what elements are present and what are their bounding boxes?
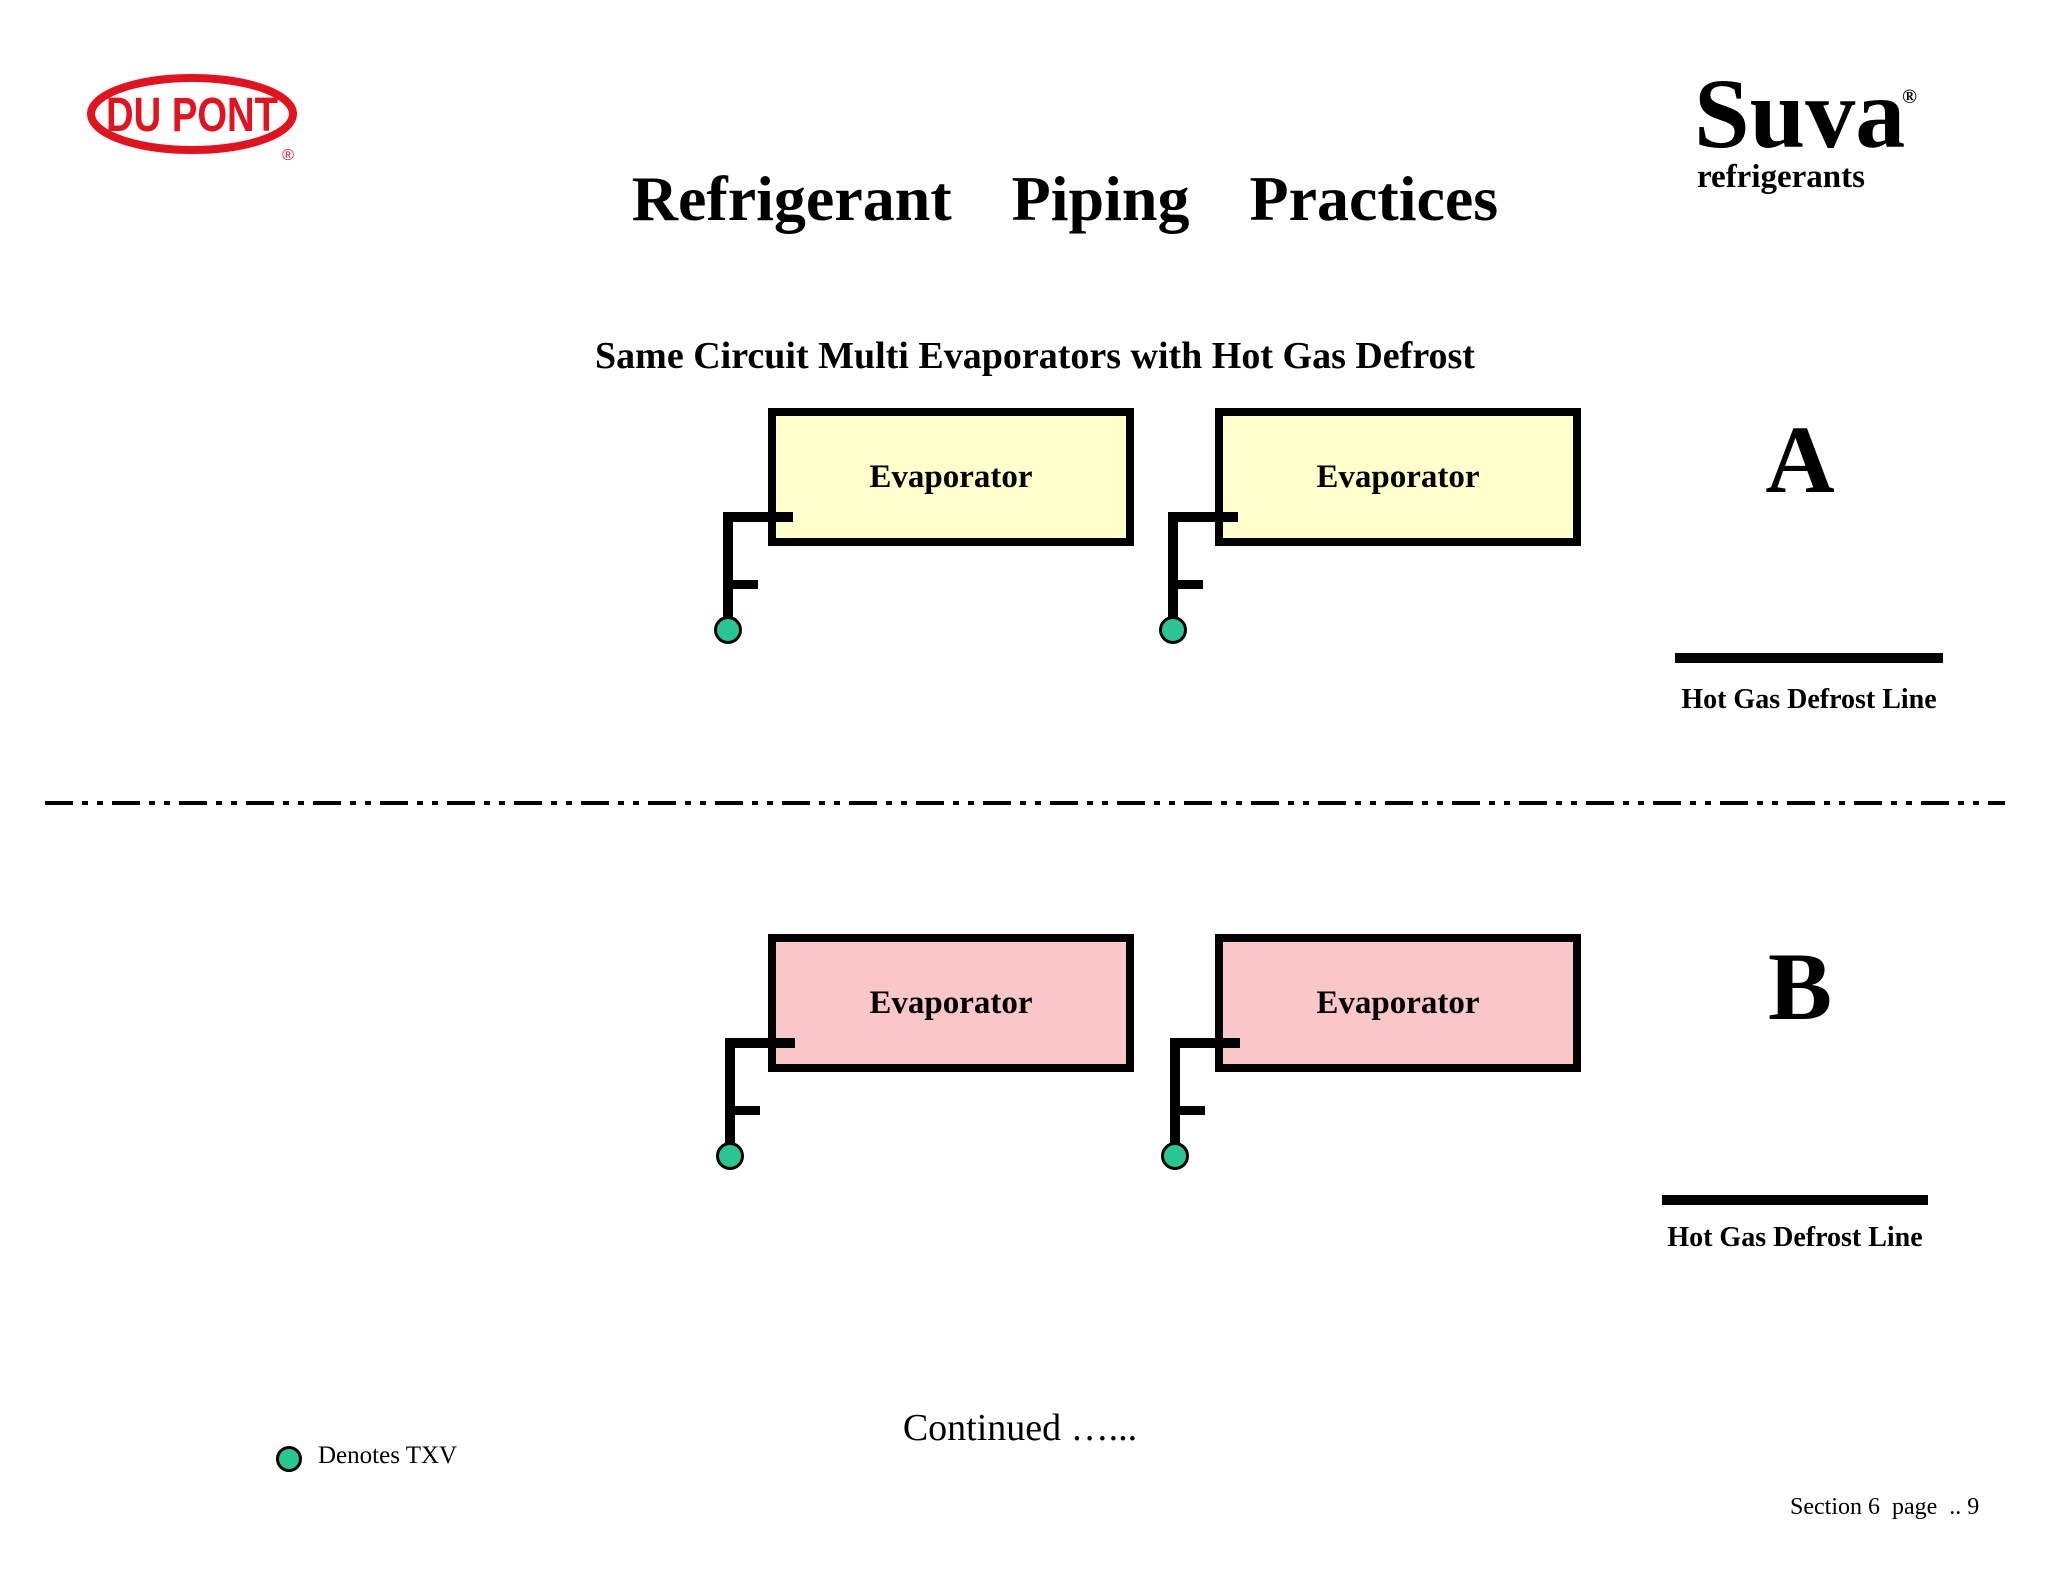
pipe-branch-tick [730,1106,760,1115]
suction-pipe-vertical [1170,1038,1180,1160]
section-label-a: A [1765,406,1835,513]
evaporator-box-b2: Evaporator [1215,934,1581,1072]
suction-pipe-horizontal [1168,512,1238,522]
continued-note: Continued …... [902,1407,1138,1449]
suction-pipe-vertical [1168,512,1178,634]
pipe-branch-tick [1173,580,1203,589]
suction-pipe-vertical [725,1038,735,1160]
evaporator-box-b1: Evaporator [768,934,1134,1072]
section-label-b: B [1767,933,1833,1040]
suction-pipe-horizontal [725,1038,795,1048]
piping-unit-a2 [1159,512,1248,652]
evaporator-label: Evaporator [869,984,1033,1021]
page-reference: Section 6 page .. 9 [1790,1494,1980,1520]
piping-unit-a1 [714,512,803,652]
evaporator-label: Evaporator [1316,984,1480,1021]
suction-pipe-vertical [723,512,733,634]
piping-unit-b1 [716,1038,805,1178]
suction-pipe-horizontal [723,512,793,522]
evaporator-label: Evaporator [1316,458,1480,495]
evaporator-box-a1: Evaporator [768,408,1134,546]
evaporator-label: Evaporator [869,458,1033,495]
txv-circle [1161,1142,1189,1170]
dupont-logo: DU PONT ® [87,74,297,164]
section-divider [45,801,2005,805]
legend-txv-label: Denotes TXV [318,1442,458,1469]
page-title: Refrigerant Piping Practices [631,163,1499,234]
suction-pipe-horizontal [1170,1038,1240,1048]
piping-unit-b2 [1161,1038,1250,1178]
pipe-branch-tick [1175,1106,1205,1115]
dupont-logo-text: DU PONT [106,89,278,142]
suva-tagline: refrigerants [1697,159,1865,195]
txv-circle [1159,616,1187,644]
hot-gas-defrost-line-label-b: Hot Gas Defrost Line [1667,1222,1923,1253]
dupont-oval [87,74,297,154]
hot-gas-defrost-line-b [1662,1195,1928,1205]
evaporator-box-a2: Evaporator [1215,408,1581,546]
suva-wordmark: Suva [1694,58,1906,169]
hot-gas-defrost-line-label-a: Hot Gas Defrost Line [1681,684,1937,715]
txv-circle [716,1142,744,1170]
pipe-branch-tick [728,580,758,589]
slide-subtitle: Same Circuit Multi Evaporators with Hot … [595,335,1475,377]
legend-txv-circle [276,1446,302,1472]
txv-circle [714,616,742,644]
dupont-registered-mark: ® [282,147,294,164]
suva-registered-mark: ® [1902,86,1917,108]
hot-gas-defrost-line-a [1675,653,1943,663]
